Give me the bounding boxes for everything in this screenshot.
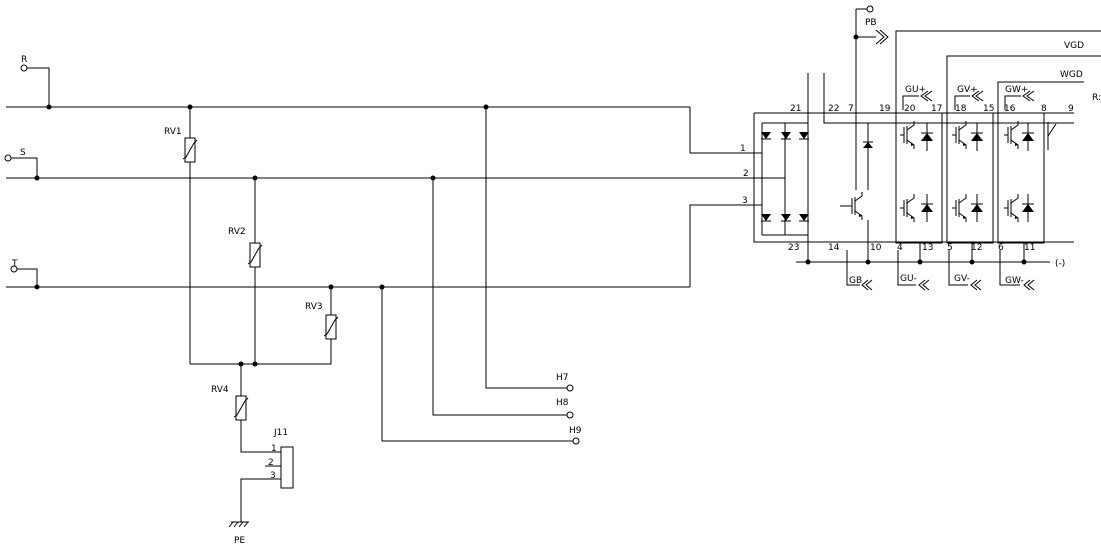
label-r-cut: R: [1092,93,1101,103]
label-wgd: WGD [1060,70,1083,80]
label-h9: H9 [569,426,582,436]
label-rv4: RV4 [211,385,229,395]
label-pin-15: 15 [983,104,994,114]
terminal-h9[interactable] [572,437,580,445]
label-pin-20: 20 [904,104,916,114]
input-wiring [4,64,752,288]
label-pin-6: 6 [998,243,1004,253]
label-gv-plus: GV+ [957,85,978,95]
power-module [752,5,1101,291]
label-pin-5: 5 [947,243,953,253]
label-gb: GB [849,276,862,286]
terminal-h7[interactable] [566,384,574,392]
label-h8: H8 [556,398,569,408]
varistor-rv1 [182,137,198,163]
label-pe: PE [234,536,245,546]
label-ac-pin1: 1 [740,144,746,154]
h-outputs [381,107,580,445]
label-pin-11: 11 [1024,243,1035,253]
label-pin-8: 8 [1041,104,1047,114]
varistor-network [182,107,339,453]
label-gw-minus: GW- [1005,276,1024,286]
label-h7: H7 [556,373,569,383]
label-pin-10: 10 [870,243,882,253]
label-pin-17: 17 [931,104,942,114]
label-rv3: RV3 [305,302,323,312]
varistor-rv4 [233,395,249,421]
label-rv2: RV2 [228,227,246,237]
label-rv1: RV1 [164,127,182,137]
label-ac-pin2: 2 [743,169,749,179]
label-j11-pin3: 3 [270,471,276,481]
label-ac-pin3: 3 [742,196,748,206]
phase-v [946,112,994,244]
label-pin-4: 4 [897,243,903,253]
label-pin-13: 13 [922,243,933,253]
label-gv-minus: GV- [954,274,970,284]
label-pin-9: 9 [1068,104,1074,114]
varistor-rv2 [247,242,263,268]
connector-j11 [228,446,294,528]
label-pin-14: 14 [828,243,840,253]
label-pin-22: 22 [828,104,839,114]
label-gu-minus: GU- [900,274,917,284]
terminal-pb[interactable] [866,5,874,13]
label-pin-18: 18 [955,104,967,114]
label-pin-16: 16 [1004,104,1016,114]
terminal-s[interactable] [4,154,12,162]
varistor-rv3 [323,314,339,340]
label-minus: (-) [1055,259,1065,269]
label-pin-7: 7 [848,104,854,114]
terminal-r[interactable] [20,64,28,72]
label-j11: J11 [273,428,288,438]
label-pin-23: 23 [788,243,799,253]
junction-dots [34,104,489,367]
ground-symbol [228,521,249,528]
label-vgd: VGD [1064,41,1084,51]
phase-w [997,112,1045,244]
label-pin-21: 21 [790,104,801,114]
labels: R S T RV1 RV2 RV3 RV4 H7 H8 H9 J11 1 2 3… [11,18,1101,546]
label-pin-12: 12 [971,243,982,253]
label-pin-19: 19 [879,104,891,114]
label-r: R [21,55,27,65]
terminal-h8[interactable] [566,411,574,419]
phase-u [895,112,943,244]
label-t: T [11,259,18,269]
label-j11-pin1: 1 [271,444,277,454]
label-pb: PB [865,18,877,28]
label-gw-plus: GW+ [1005,85,1028,95]
label-s: S [20,148,26,158]
label-gu-plus: GU+ [905,85,926,95]
label-j11-pin2: 2 [268,458,274,468]
